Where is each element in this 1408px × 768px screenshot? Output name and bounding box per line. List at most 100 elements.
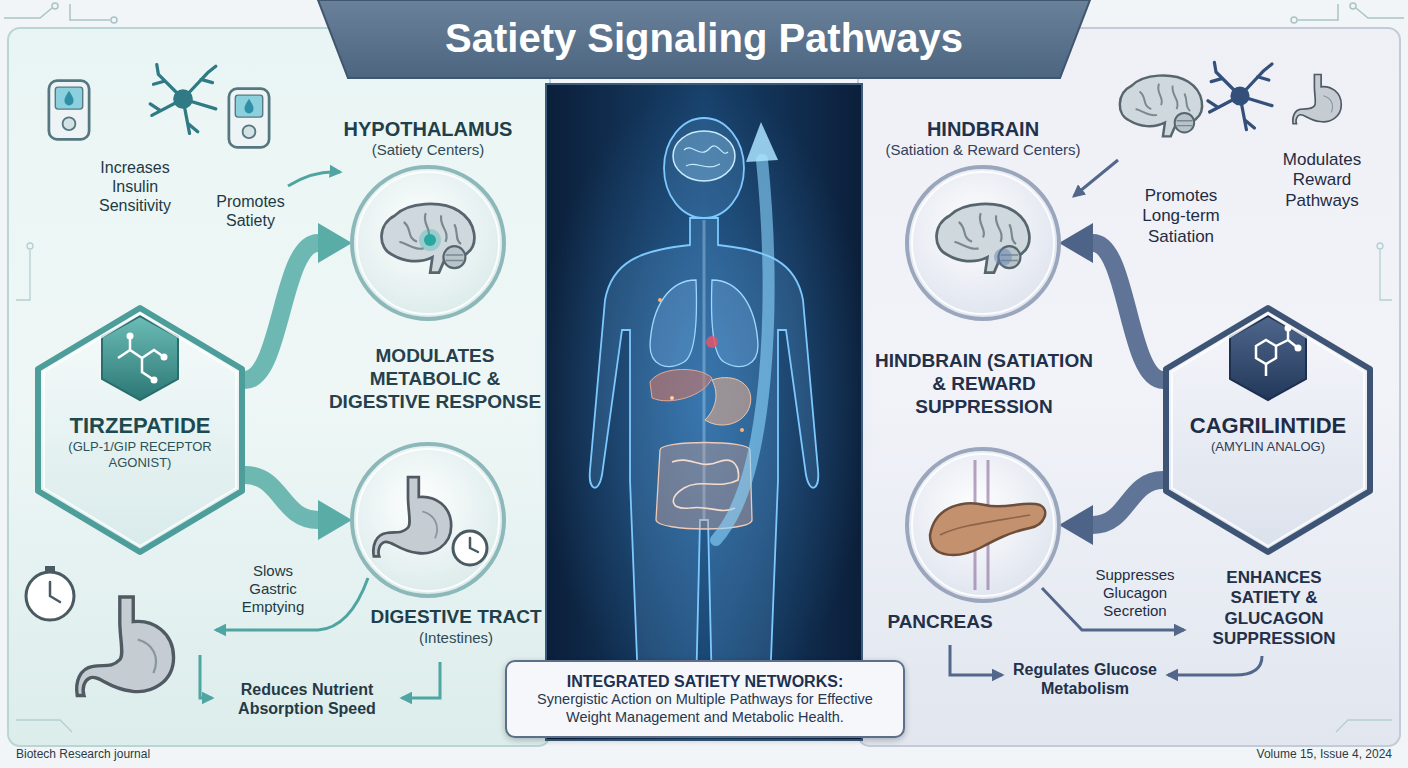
effect-label: Reduces Nutrient Absorption Speed: [218, 680, 396, 718]
circle-shape: [350, 442, 506, 598]
human-figure: [590, 118, 819, 735]
ribbon-arrow: [245, 243, 318, 380]
clock-hands: [470, 538, 478, 552]
molecule-badge: [102, 316, 178, 400]
sparkle: [658, 298, 662, 302]
organ-circle: DIGESTIVE TRACT(Intestines): [350, 442, 506, 598]
molecule-badge: [1230, 316, 1306, 400]
node-title: CAGRILINTIDE: [1190, 413, 1346, 439]
circuit-dot: [1350, 3, 1356, 9]
effect-label: Slows Gastric Emptying: [228, 562, 318, 616]
circuit-line: [4, 8, 52, 18]
node-text-group: HINDBRAIN(Satiation & Reward Centers): [885, 117, 1080, 159]
hexagon-border: [38, 308, 242, 552]
brain-icon: [1120, 76, 1202, 137]
glucose-meter-icon: [49, 81, 89, 140]
molecule-symbol: [1266, 328, 1298, 376]
stomach-illustration: [77, 597, 174, 696]
node-subtitle: (AMYLIN ANALOG): [1211, 439, 1325, 455]
issue-number: Volume 15, Issue 4, 2024: [1140, 747, 1392, 761]
hypothalamus-dot: [424, 234, 436, 246]
circle-border: [352, 167, 504, 319]
hypothalamus-glow: [419, 229, 441, 251]
drug-hexagon: TIRZEPATIDE(GLP-1/GIP RECEPTOR AGONIST): [35, 305, 245, 555]
ribbon-arrow: [245, 475, 318, 520]
signal-arrowhead: [746, 122, 778, 162]
body-glow: [534, 80, 874, 720]
stopwatch-hands: [50, 582, 60, 602]
sparkle: [740, 428, 744, 432]
node-text-group: DIGESTIVE TRACT(Intestines): [370, 606, 541, 647]
circle-fill: [907, 167, 1059, 319]
leader-arrow: [288, 172, 340, 186]
leader-arrow: [402, 662, 440, 698]
pancreatic-duct: [940, 515, 1030, 535]
node-text-group: PANCREAS: [887, 611, 992, 634]
summary-box: INTEGRATED SATIETY NETWORKS:Synergistic …: [505, 660, 905, 738]
circuit-line: [1380, 250, 1392, 300]
circle-inner-border: [357, 449, 499, 591]
organ-circle: PANCREAS: [905, 447, 1061, 603]
circle-border: [352, 444, 504, 596]
intestine-loops: [672, 460, 738, 510]
circuit-dot: [1291, 17, 1297, 23]
right-lung: [712, 280, 759, 367]
hexagon-inner-border: [1172, 314, 1364, 546]
circuit-line: [1356, 8, 1404, 18]
circle-inner-border: [912, 454, 1054, 596]
brain-folds: [684, 146, 728, 167]
organ-circle: HYPOTHALAMUS(Satiety Centers): [350, 165, 506, 321]
circle-border: [907, 167, 1059, 319]
circuit-dot: [111, 17, 117, 23]
effect-heading: MODULATES METABOLIC & DIGESTIVE RESPONSE: [325, 345, 545, 413]
ribbon-arrow: [1093, 480, 1163, 525]
circle-fill: [907, 449, 1059, 601]
atom-dot: [151, 377, 158, 384]
circle-inner-border: [912, 172, 1054, 314]
circle-shape: [905, 447, 1061, 603]
node-title: HINDBRAIN: [927, 117, 1039, 141]
circle-fill: [352, 167, 504, 319]
drug-hexagon: CAGRILINTIDE(AMYLIN ANALOG): [1163, 305, 1373, 555]
circuit-dot: [27, 243, 33, 249]
brain-icon: [382, 204, 475, 273]
circuit-line: [16, 720, 72, 732]
node-title: HYPOTHALAMUS: [344, 117, 513, 141]
right-panel: [858, 28, 1400, 746]
hindbrain-highlight: [994, 248, 1012, 266]
leader-arrow: [1168, 656, 1262, 675]
leader-arrow: [200, 655, 212, 698]
hexagon-fill: [35, 305, 245, 555]
effect-heading: HINDBRAIN (SATIATION & REWARD SUPPRESSIO…: [868, 350, 1100, 418]
signal-arrow: [716, 160, 768, 540]
circuit-line: [16, 250, 30, 300]
heart-dot: [706, 336, 718, 348]
node-subtitle: (Satiety Centers): [372, 141, 485, 159]
pancreas-icon: [930, 503, 1045, 555]
molecule-ring: [1256, 340, 1276, 364]
effect-label: Modulates Reward Pathways: [1272, 150, 1372, 211]
node-subtitle: (Intestines): [419, 629, 493, 647]
brain-icon: [937, 204, 1030, 273]
stomach-figure: [705, 378, 751, 425]
molecule-symbol: [118, 336, 164, 380]
node-title: TIRZEPATIDE: [70, 413, 211, 439]
node-title: PANCREAS: [887, 611, 992, 634]
leader-arrow: [950, 645, 1002, 675]
stomach-icon: [1293, 74, 1341, 123]
circle-shape: [350, 165, 506, 321]
stopwatch-icon: [26, 572, 74, 620]
atom-dot: [127, 333, 134, 340]
circle-border: [907, 449, 1059, 601]
body-outline: [590, 218, 819, 735]
organ-circle: HINDBRAIN(Satiation & Reward Centers): [905, 165, 1061, 321]
stomach-icon: [373, 477, 451, 556]
left-panel: [8, 28, 550, 746]
node-subtitle: Synergistic Action on Multiple Pathways …: [521, 691, 889, 726]
atom-dot: [161, 354, 168, 361]
liver-figure: [650, 369, 712, 400]
